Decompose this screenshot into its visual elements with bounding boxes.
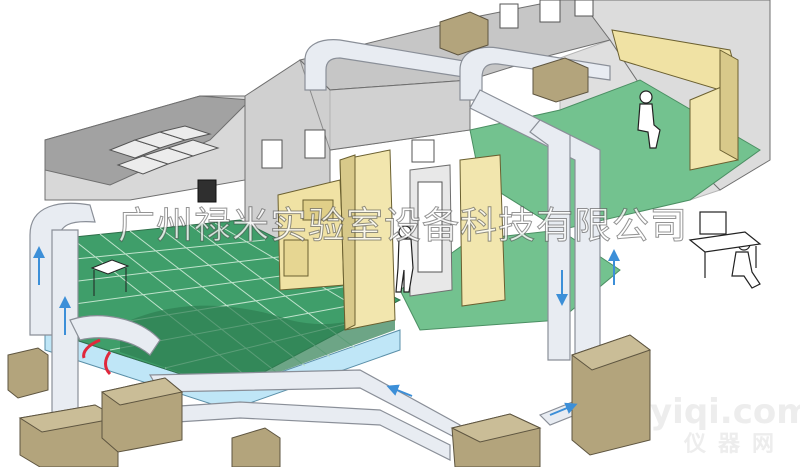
curved-red-arrow-icon — [82, 338, 112, 376]
up-arrow-icon — [33, 246, 620, 335]
office-desks — [611, 29, 739, 171]
right-arrow-icon — [549, 402, 578, 416]
person-icon — [395, 225, 414, 293]
hepa-filter-panels — [108, 125, 220, 175]
air-handling-units — [7, 11, 652, 467]
person-icon — [637, 90, 661, 149]
brand-site-watermark: yiqi.com — [650, 392, 800, 432]
brand-label-watermark: 仪器网 — [684, 432, 787, 457]
workbench — [90, 259, 130, 296]
computer-icon — [688, 211, 762, 278]
process-equipment — [277, 139, 506, 331]
company-watermark: 广州禄米实验室设备科技有限公司 — [118, 204, 688, 248]
left-arrow-icon — [386, 384, 413, 397]
